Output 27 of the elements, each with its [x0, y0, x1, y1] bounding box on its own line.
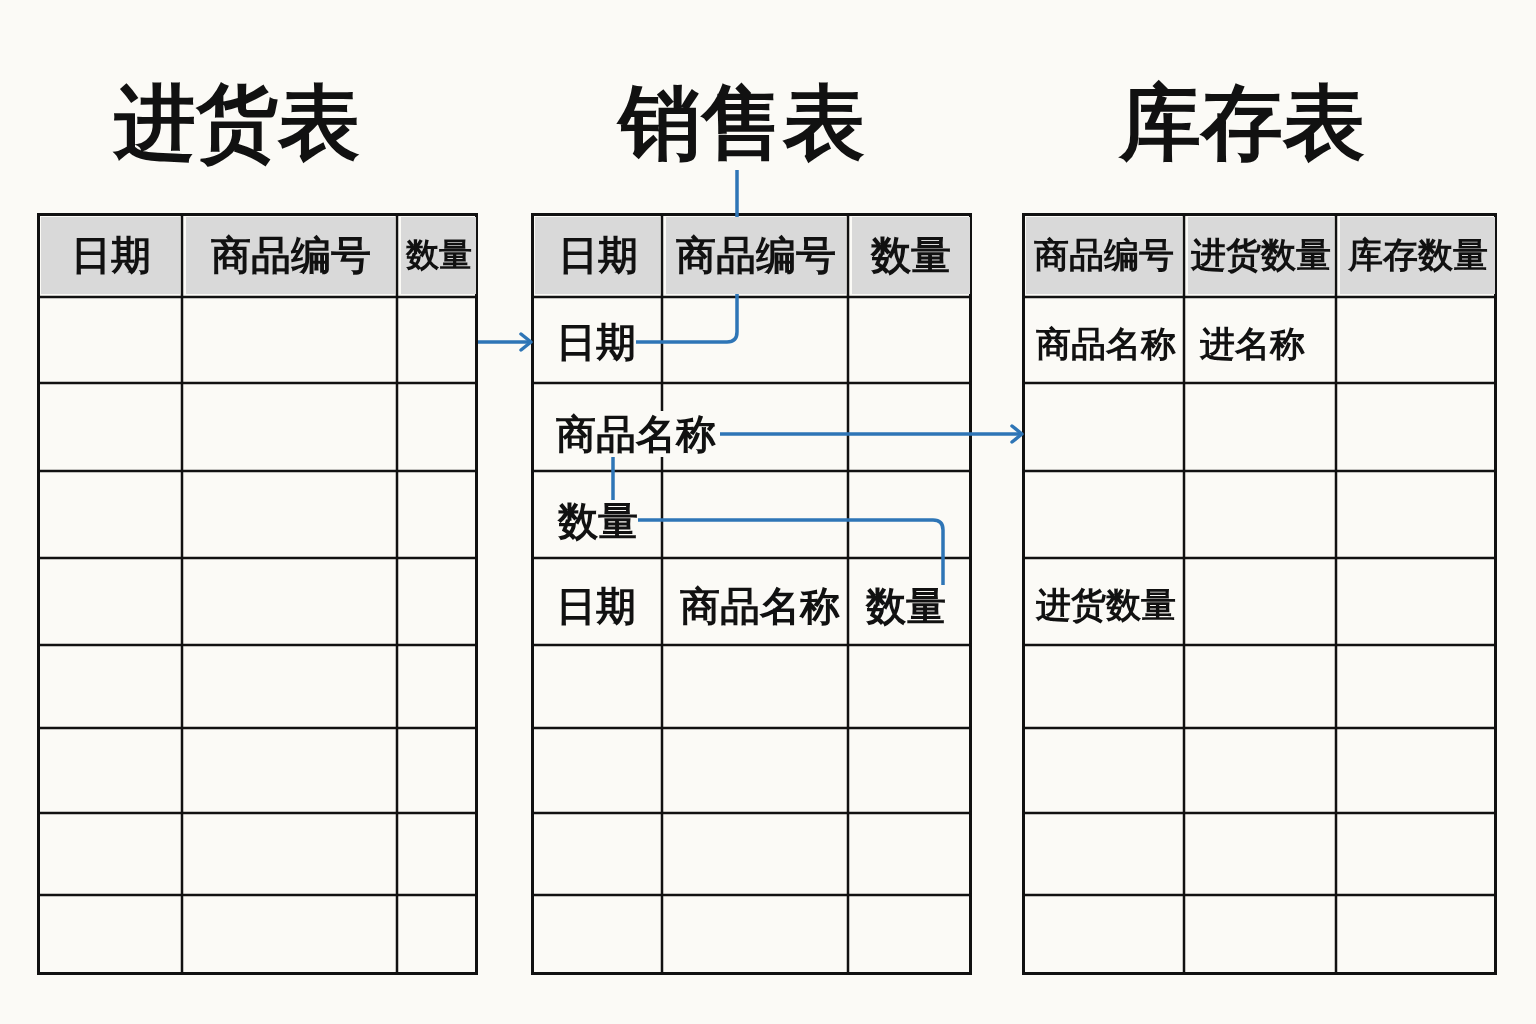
- column-header: 商品编号: [666, 217, 846, 294]
- column-header: 商品编号: [1026, 217, 1182, 294]
- cell-text: 商品名称: [680, 585, 840, 627]
- table-title: 库存表: [1119, 82, 1365, 164]
- column-header: 日期: [41, 217, 180, 294]
- cell-text: 数量: [866, 585, 946, 627]
- column-header: 数量: [401, 217, 476, 294]
- table: [531, 213, 972, 975]
- column-header: 数量: [852, 217, 970, 294]
- cell-text: 数量: [558, 500, 638, 542]
- column-header: 商品编号: [186, 217, 395, 294]
- table: [1022, 213, 1497, 975]
- cell-text: 商品名称: [1036, 326, 1176, 363]
- connector-line: [638, 518, 945, 585]
- table: [37, 213, 478, 975]
- cell-text: 进名称: [1200, 326, 1305, 363]
- arrow: [478, 332, 533, 352]
- column-header: 进货数量: [1188, 217, 1334, 294]
- cell-text: 进货数量: [1036, 587, 1176, 624]
- connector-line: [611, 457, 615, 500]
- connector-line: [636, 294, 739, 344]
- arrow: [720, 424, 1024, 444]
- column-header: 库存数量: [1340, 217, 1495, 294]
- cell-text: 日期: [556, 585, 636, 627]
- connector-line: [735, 170, 739, 217]
- column-header: 日期: [535, 217, 660, 294]
- cell-text: 日期: [556, 321, 636, 363]
